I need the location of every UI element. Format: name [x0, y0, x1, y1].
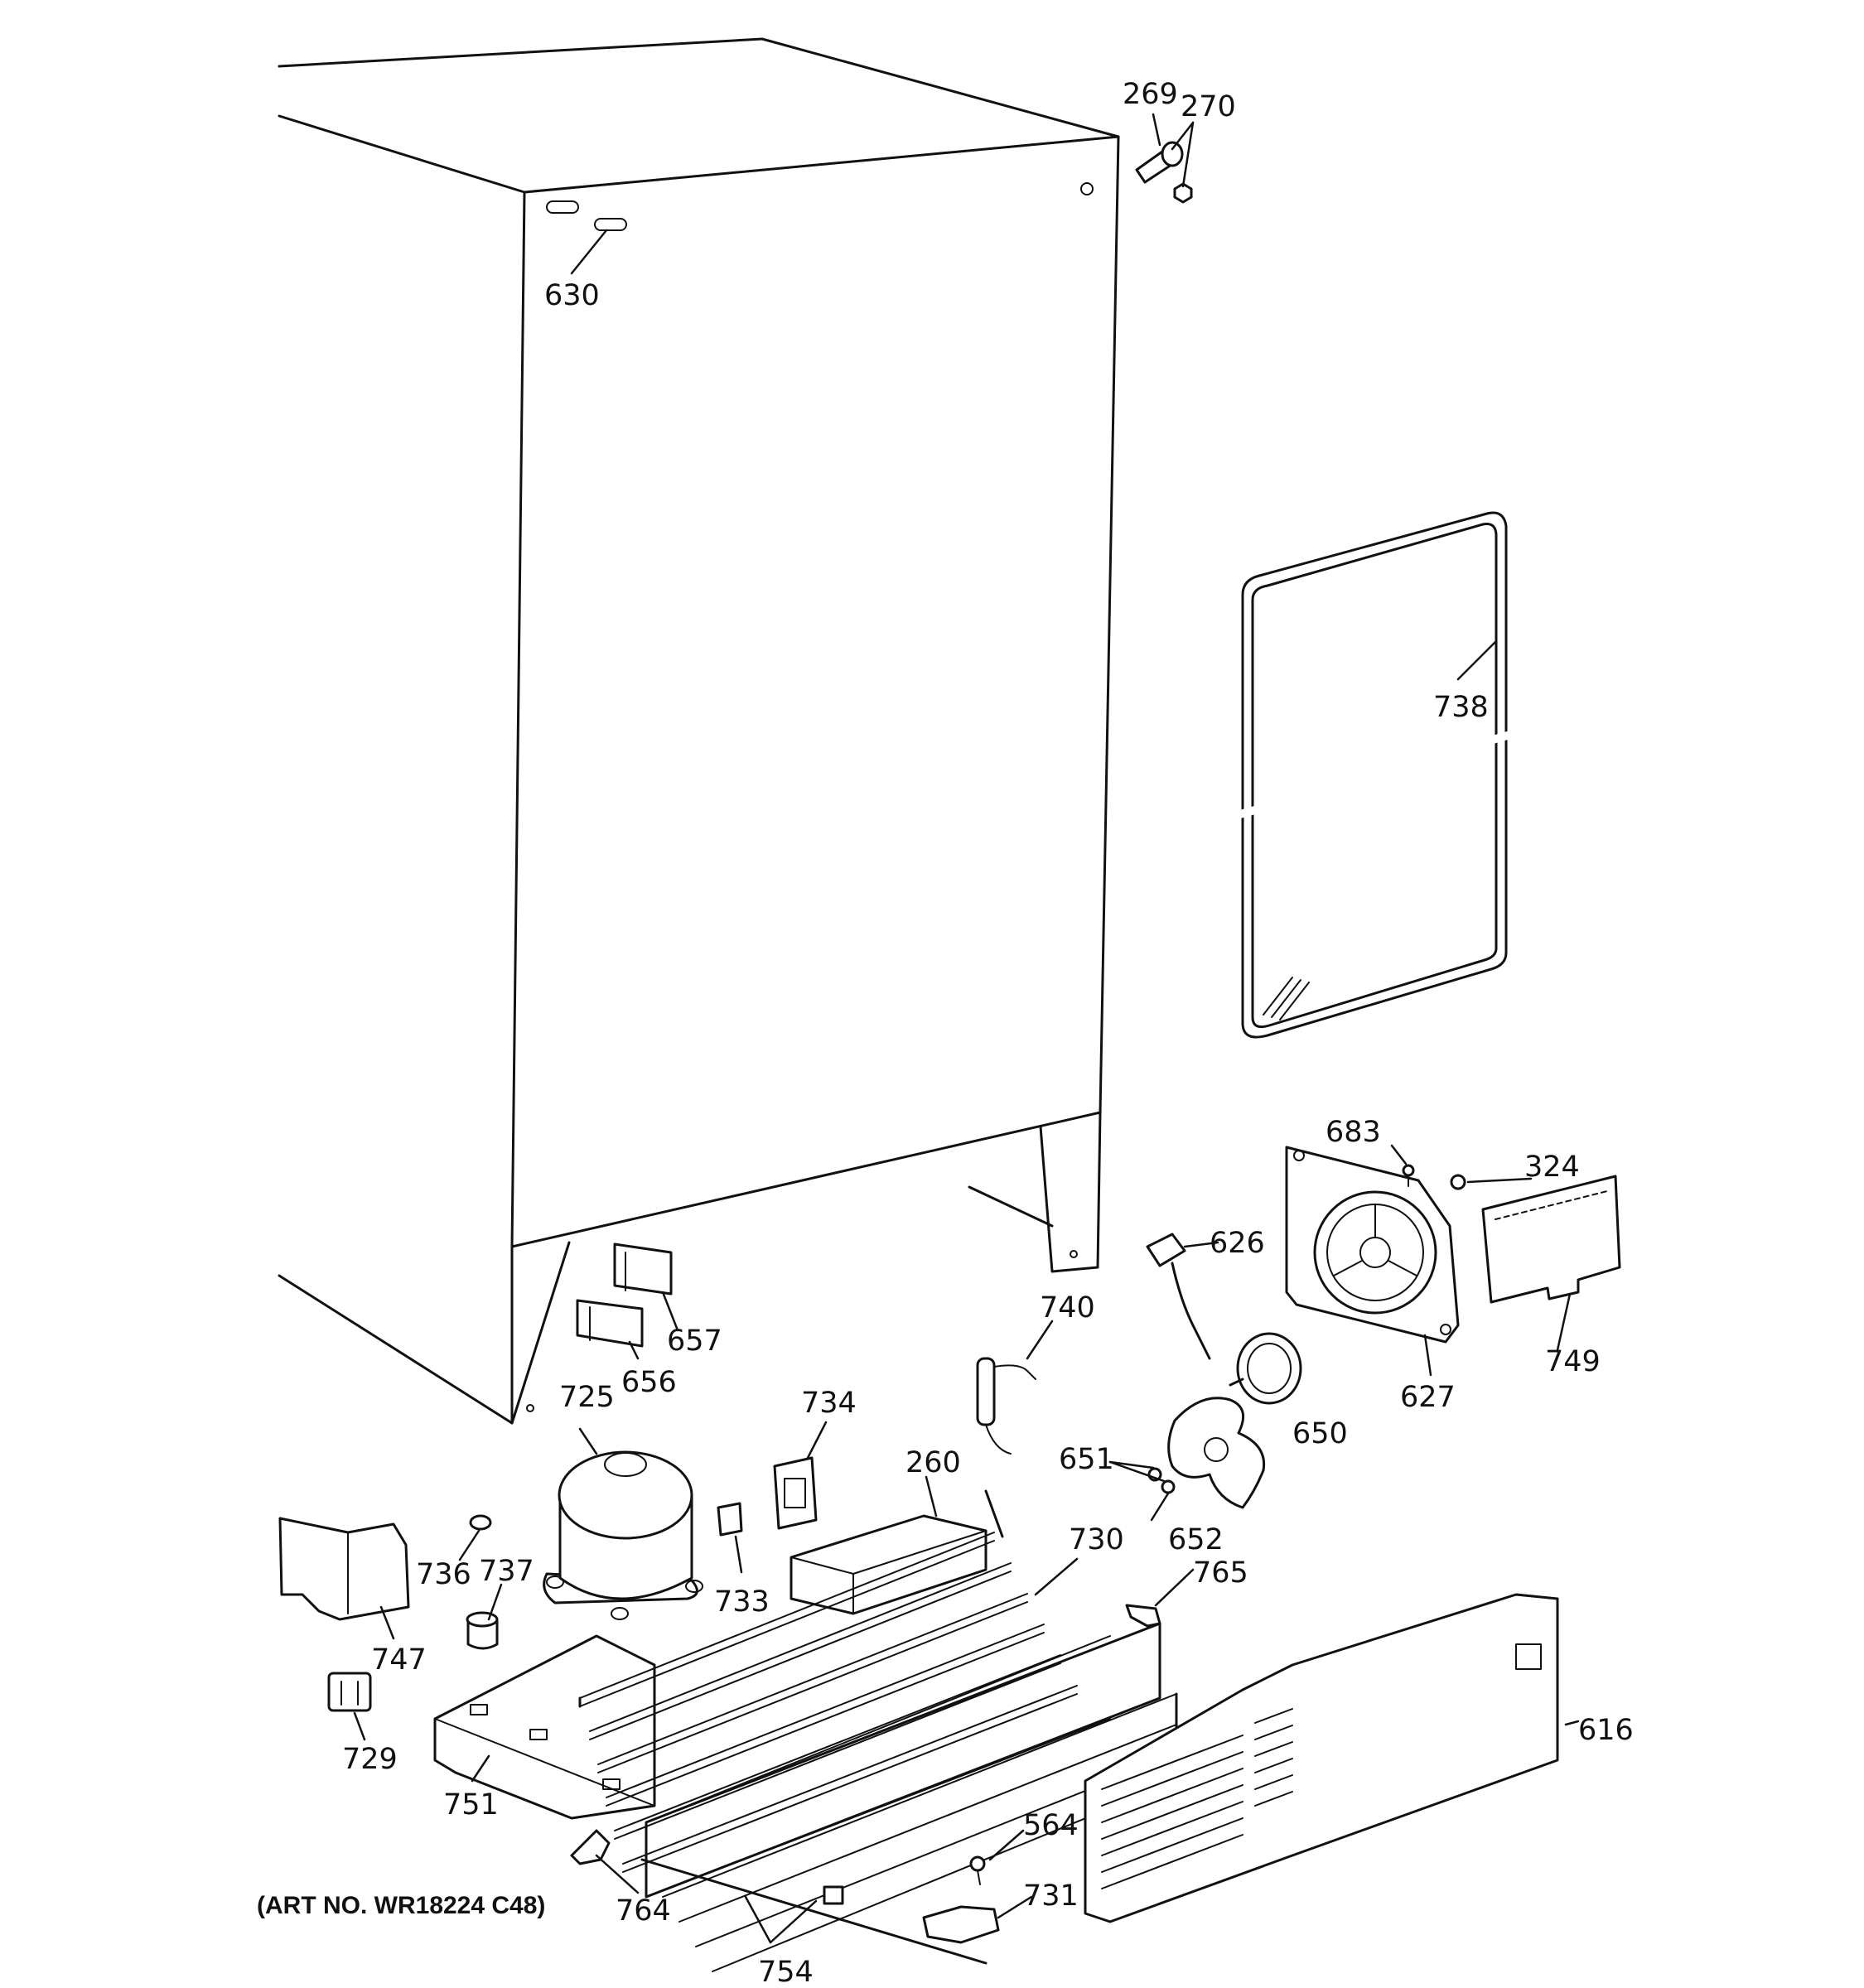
leader-lines: [353, 113, 1580, 1944]
part-label-725: 725: [559, 1381, 615, 1414]
part-label-656: 656: [621, 1366, 677, 1399]
part-label-738: 738: [1433, 691, 1489, 724]
part-label-737: 737: [479, 1555, 534, 1588]
fan-motor-650: [1229, 1332, 1302, 1405]
door-gasket-738: [1233, 511, 1518, 1039]
part-label-729: 729: [342, 1743, 398, 1776]
part-label-764: 764: [616, 1894, 671, 1928]
part-label-731: 731: [1023, 1879, 1079, 1913]
clip-764: [570, 1829, 611, 1865]
grommet-737: [466, 1611, 499, 1650]
part-labels: 269 270 630 738 683 324 626 657 656 740 …: [257, 78, 1634, 1988]
part-label-564: 564: [1023, 1809, 1079, 1842]
part-label-630: 630: [544, 279, 600, 312]
overload-733: [717, 1502, 743, 1537]
cover-749: [1481, 1175, 1621, 1304]
art-number: (ART NO. WR18224 C48): [257, 1892, 545, 1919]
grommet-736: [469, 1514, 492, 1531]
part-label-740: 740: [1040, 1291, 1095, 1325]
part-label-652: 652: [1168, 1523, 1224, 1556]
drain-pan-260: [790, 1514, 988, 1615]
compressor-725: [543, 1450, 703, 1620]
screw-324: [1450, 1174, 1466, 1190]
cover-747: [278, 1517, 410, 1621]
roller-assembly-269: [1135, 141, 1193, 204]
part-label-736: 736: [416, 1558, 471, 1591]
part-label-616: 616: [1578, 1714, 1634, 1747]
defrost-thermostat-740: [976, 1357, 1036, 1455]
screw-564: [969, 1855, 986, 1885]
part-label-260: 260: [905, 1446, 961, 1479]
part-label-754: 754: [758, 1956, 814, 1988]
condenser-730: [578, 1489, 1178, 1972]
grille-616: [1084, 1593, 1559, 1923]
part-label-765: 765: [1193, 1556, 1248, 1590]
relay-734: [773, 1456, 818, 1530]
part-label-734: 734: [801, 1387, 857, 1420]
part-label-733: 733: [714, 1585, 770, 1619]
part-label-626: 626: [1210, 1227, 1265, 1260]
part-label-747: 747: [371, 1643, 427, 1677]
part-label-270: 270: [1181, 90, 1236, 123]
bracket-731: [922, 1905, 1000, 1944]
part-label-683: 683: [1326, 1116, 1381, 1149]
screw-683: [1402, 1164, 1415, 1187]
part-label-650: 650: [1292, 1417, 1348, 1450]
part-label-749: 749: [1545, 1345, 1601, 1378]
fan-shroud-627: [1285, 1146, 1460, 1344]
clip-754: [823, 1885, 844, 1905]
bracket-657: [613, 1242, 673, 1296]
fan-blade-651: [1147, 1397, 1266, 1509]
part-label-730: 730: [1069, 1523, 1124, 1556]
part-label-651: 651: [1059, 1443, 1114, 1476]
part-label-657: 657: [667, 1325, 722, 1358]
part-label-627: 627: [1400, 1381, 1456, 1414]
bracket-656: [576, 1299, 644, 1348]
part-label-269: 269: [1123, 78, 1178, 111]
refrigerator-cabinet: [278, 37, 1120, 1425]
clip-765: [1125, 1604, 1161, 1628]
power-cord-626: [1146, 1233, 1211, 1360]
part-label-324: 324: [1524, 1151, 1580, 1184]
capacitor-729: [327, 1672, 372, 1712]
part-label-751: 751: [443, 1788, 499, 1822]
